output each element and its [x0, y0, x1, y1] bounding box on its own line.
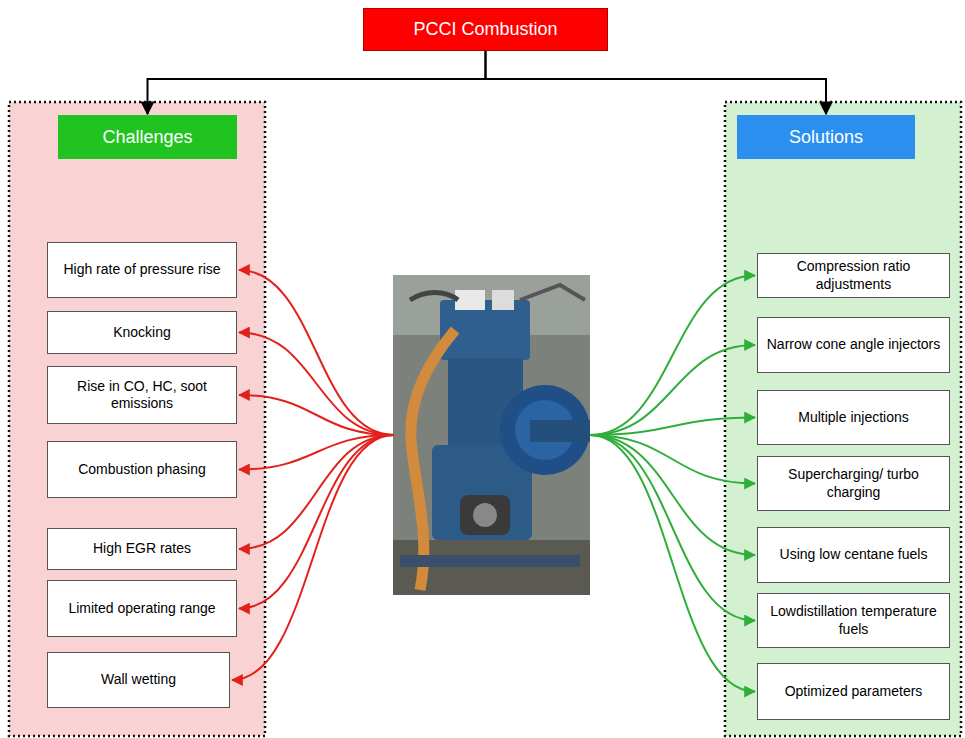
challenge-box: Limited operating range [47, 580, 237, 637]
box-text: Optimized parameters [785, 683, 923, 701]
box-text: Lowdistillation temperature fuels [764, 603, 943, 638]
challenge-arrow [239, 270, 394, 435]
challenge-arrow [239, 395, 394, 435]
solution-arrow [590, 435, 755, 692]
challenge-box: Rise in CO, HC, soot emissions [47, 366, 237, 424]
box-text: Solutions [789, 127, 863, 148]
box-text: Knocking [113, 324, 171, 342]
box-text: Rise in CO, HC, soot emissions [54, 378, 230, 413]
challenge-box: High rate of pressure rise [47, 242, 237, 298]
box-text: High rate of pressure rise [63, 261, 220, 279]
box-text: Challenges [102, 127, 192, 148]
solutions-panel [725, 102, 961, 736]
box-text: Combustion phasing [78, 461, 206, 479]
challenge-box: Wall wetting [47, 652, 230, 708]
box-text: Using low centane fuels [780, 546, 928, 564]
box-text: Compression ratio adjustments [764, 258, 943, 293]
tree-connector [148, 51, 486, 114]
box-text: Wall wetting [101, 671, 176, 689]
box-text: Limited operating range [68, 600, 215, 618]
solution-arrow [590, 435, 755, 621]
challenge-arrow [239, 435, 394, 549]
solution-box: Compression ratio adjustments [757, 253, 950, 298]
solution-box: Using low centane fuels [757, 527, 950, 583]
heading-box: Challenges [58, 115, 237, 159]
challenge-box: High EGR rates [47, 528, 237, 570]
heading-box: Solutions [737, 115, 915, 159]
challenge-box: Knocking [47, 311, 237, 354]
challenges-panel [9, 102, 265, 736]
solution-arrow [590, 345, 755, 435]
root-box: PCCI Combustion [363, 8, 608, 51]
solution-arrow [590, 418, 755, 436]
solution-box: Multiple injections [757, 390, 950, 445]
engine-photo [393, 275, 590, 595]
challenge-arrow [232, 435, 394, 680]
solution-arrow [590, 435, 755, 555]
box-text: Narrow cone angle injectors [767, 336, 941, 354]
challenge-box: Combustion phasing [47, 441, 237, 498]
box-text: Multiple injections [798, 409, 909, 427]
solution-arrow [590, 276, 755, 436]
solution-box: Optimized parameters [757, 663, 950, 720]
box-text: Supercharging/ turbo charging [764, 466, 943, 501]
challenge-arrow [239, 333, 394, 436]
challenge-arrow [239, 435, 394, 609]
solution-box: Supercharging/ turbo charging [757, 456, 950, 511]
box-text: PCCI Combustion [413, 19, 557, 40]
solution-box: Lowdistillation temperature fuels [757, 593, 950, 648]
solution-box: Narrow cone angle injectors [757, 317, 950, 373]
box-text: High EGR rates [93, 540, 191, 558]
tree-connector [486, 51, 827, 114]
